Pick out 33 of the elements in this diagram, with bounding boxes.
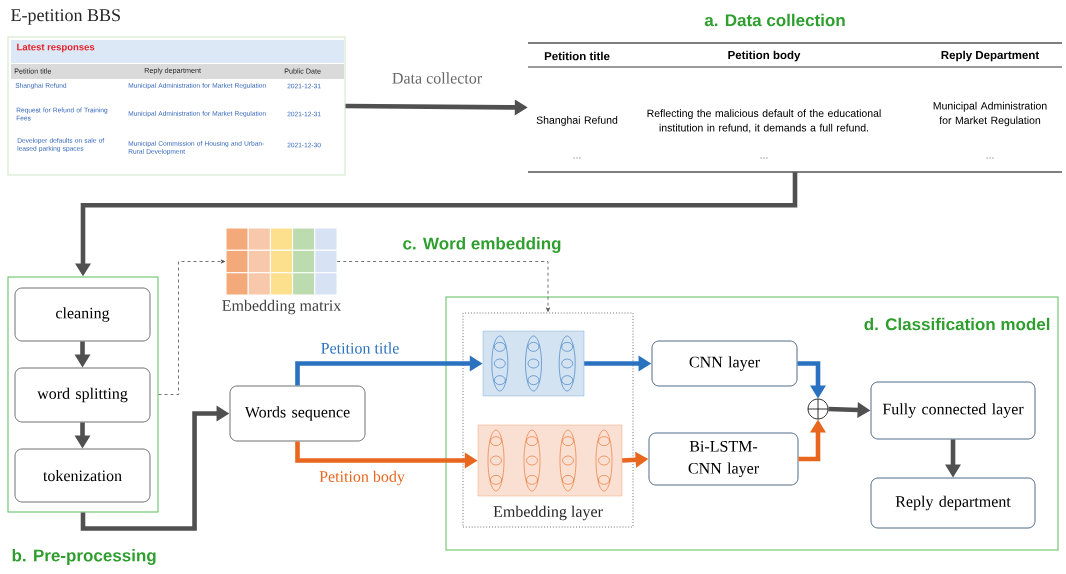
arrow [158,259,226,395]
column-header: Petition body [728,50,801,62]
column-header: Reply Department [941,50,1040,62]
process-box: cleaning [14,287,151,342]
neuron-block [482,330,585,397]
table-cell: Reflecting the malicious default of the educational institution in refund, it demands a full refund. [647,109,881,133]
table-cell: ... [986,157,994,159]
edge-label: Data collector [390,71,484,85]
matrix-caption: Embedding matrix [222,299,342,315]
section-heading: a. Data collection [704,13,845,27]
process-box: Words sequence [229,385,366,442]
process-box: CNN layer [651,340,798,387]
arrow [336,261,550,312]
process-box: Reply department [870,477,1036,529]
process-box: Bi-LSTM-CNN layer [648,432,799,486]
sum-symbol [807,398,829,420]
edge-label: Petition title [319,341,401,355]
layer-caption: Embedding layer [493,505,603,521]
column-header: Petition title [544,51,610,61]
neuron-block [477,424,623,497]
page-heading: E-petition BBS [11,9,120,25]
panel-heading: Latest responses [17,43,95,53]
table-cell: Shanghai Refund [536,116,618,126]
process-box: Fully connected layer [870,381,1036,440]
process-box: word splitting [14,367,151,423]
table-cell: Municipal Administration for Market Regulation [933,101,1047,127]
section-heading: b. Pre-processing [12,549,156,565]
edge-label: Petition body [318,469,406,487]
table-cell: ... [760,157,768,159]
process-box: tokenization [14,448,151,503]
section-heading: c. Word embedding [403,237,561,253]
table-cell: ... [573,157,581,159]
section-heading: d. Classification model [864,317,1050,331]
